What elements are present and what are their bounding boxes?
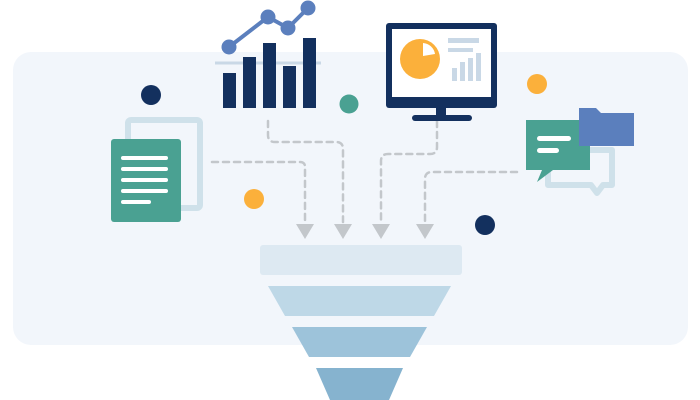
arrow-head-3 [372, 224, 390, 239]
chart-bar-5 [303, 38, 316, 108]
monitor-pie-slice [423, 43, 435, 56]
document-line-3 [121, 178, 168, 182]
document-icon [111, 117, 203, 222]
background-panel [13, 52, 688, 345]
chart-trend-point-1 [221, 39, 237, 55]
dot-orange-2 [244, 189, 264, 209]
arrow-head-2 [334, 224, 352, 239]
chart-trend-point-2 [260, 9, 276, 25]
dot-teal-1 [339, 94, 359, 114]
arrow-path-chart [266, 119, 345, 224]
chart-trend-point-4 [300, 0, 316, 16]
arrow-path-chat [423, 170, 519, 224]
folder-tab [579, 108, 634, 146]
monitor-neck [436, 104, 446, 116]
monitor-mini-bar-2 [460, 62, 465, 81]
document-line-5 [121, 200, 151, 204]
arrow-path-document [210, 160, 307, 224]
bar-chart-with-trend-line-icon [215, 0, 321, 108]
connector-arrows [210, 119, 519, 224]
chart-bar-3 [263, 43, 276, 108]
funnel-icon [260, 245, 462, 400]
chat-line-1 [537, 136, 571, 141]
arrow-heads [296, 224, 434, 239]
chart-bar-2 [243, 57, 256, 108]
monitor-mini-bar-4 [476, 53, 481, 81]
monitor-text-line-1 [448, 38, 479, 43]
dot-navy-1 [141, 85, 161, 105]
chart-bar-4 [283, 66, 296, 108]
arrow-head-1 [296, 224, 314, 239]
monitor-pie-chart [400, 39, 440, 79]
decorative-dots [141, 74, 547, 235]
monitor-dashboard-icon [386, 23, 497, 121]
dot-navy-2 [475, 215, 495, 235]
chat-back-bubble [545, 147, 615, 196]
chart-bar-1 [223, 73, 236, 108]
chart-trend-line [227, 6, 310, 49]
chart-trend-point-3 [280, 20, 296, 36]
dot-orange-1 [527, 74, 547, 94]
arrow-head-4 [416, 224, 434, 239]
funnel-layer-3 [292, 327, 427, 357]
chat-line-2 [537, 148, 559, 153]
funnel-layer-2 [268, 286, 451, 316]
arrow-path-monitor [379, 119, 439, 224]
monitor-mini-bar-3 [468, 58, 473, 81]
monitor-mini-bar-1 [452, 68, 457, 81]
funnel-layer-4 [316, 368, 403, 400]
document-line-2 [121, 167, 168, 171]
folder-icon [579, 108, 634, 146]
funnel-top-layer [260, 245, 462, 275]
monitor-stand [412, 115, 472, 121]
document-line-1 [121, 156, 168, 160]
document-line-4 [121, 189, 168, 193]
monitor-text-line-2 [448, 48, 473, 52]
chat-bubbles-icon [526, 108, 634, 196]
